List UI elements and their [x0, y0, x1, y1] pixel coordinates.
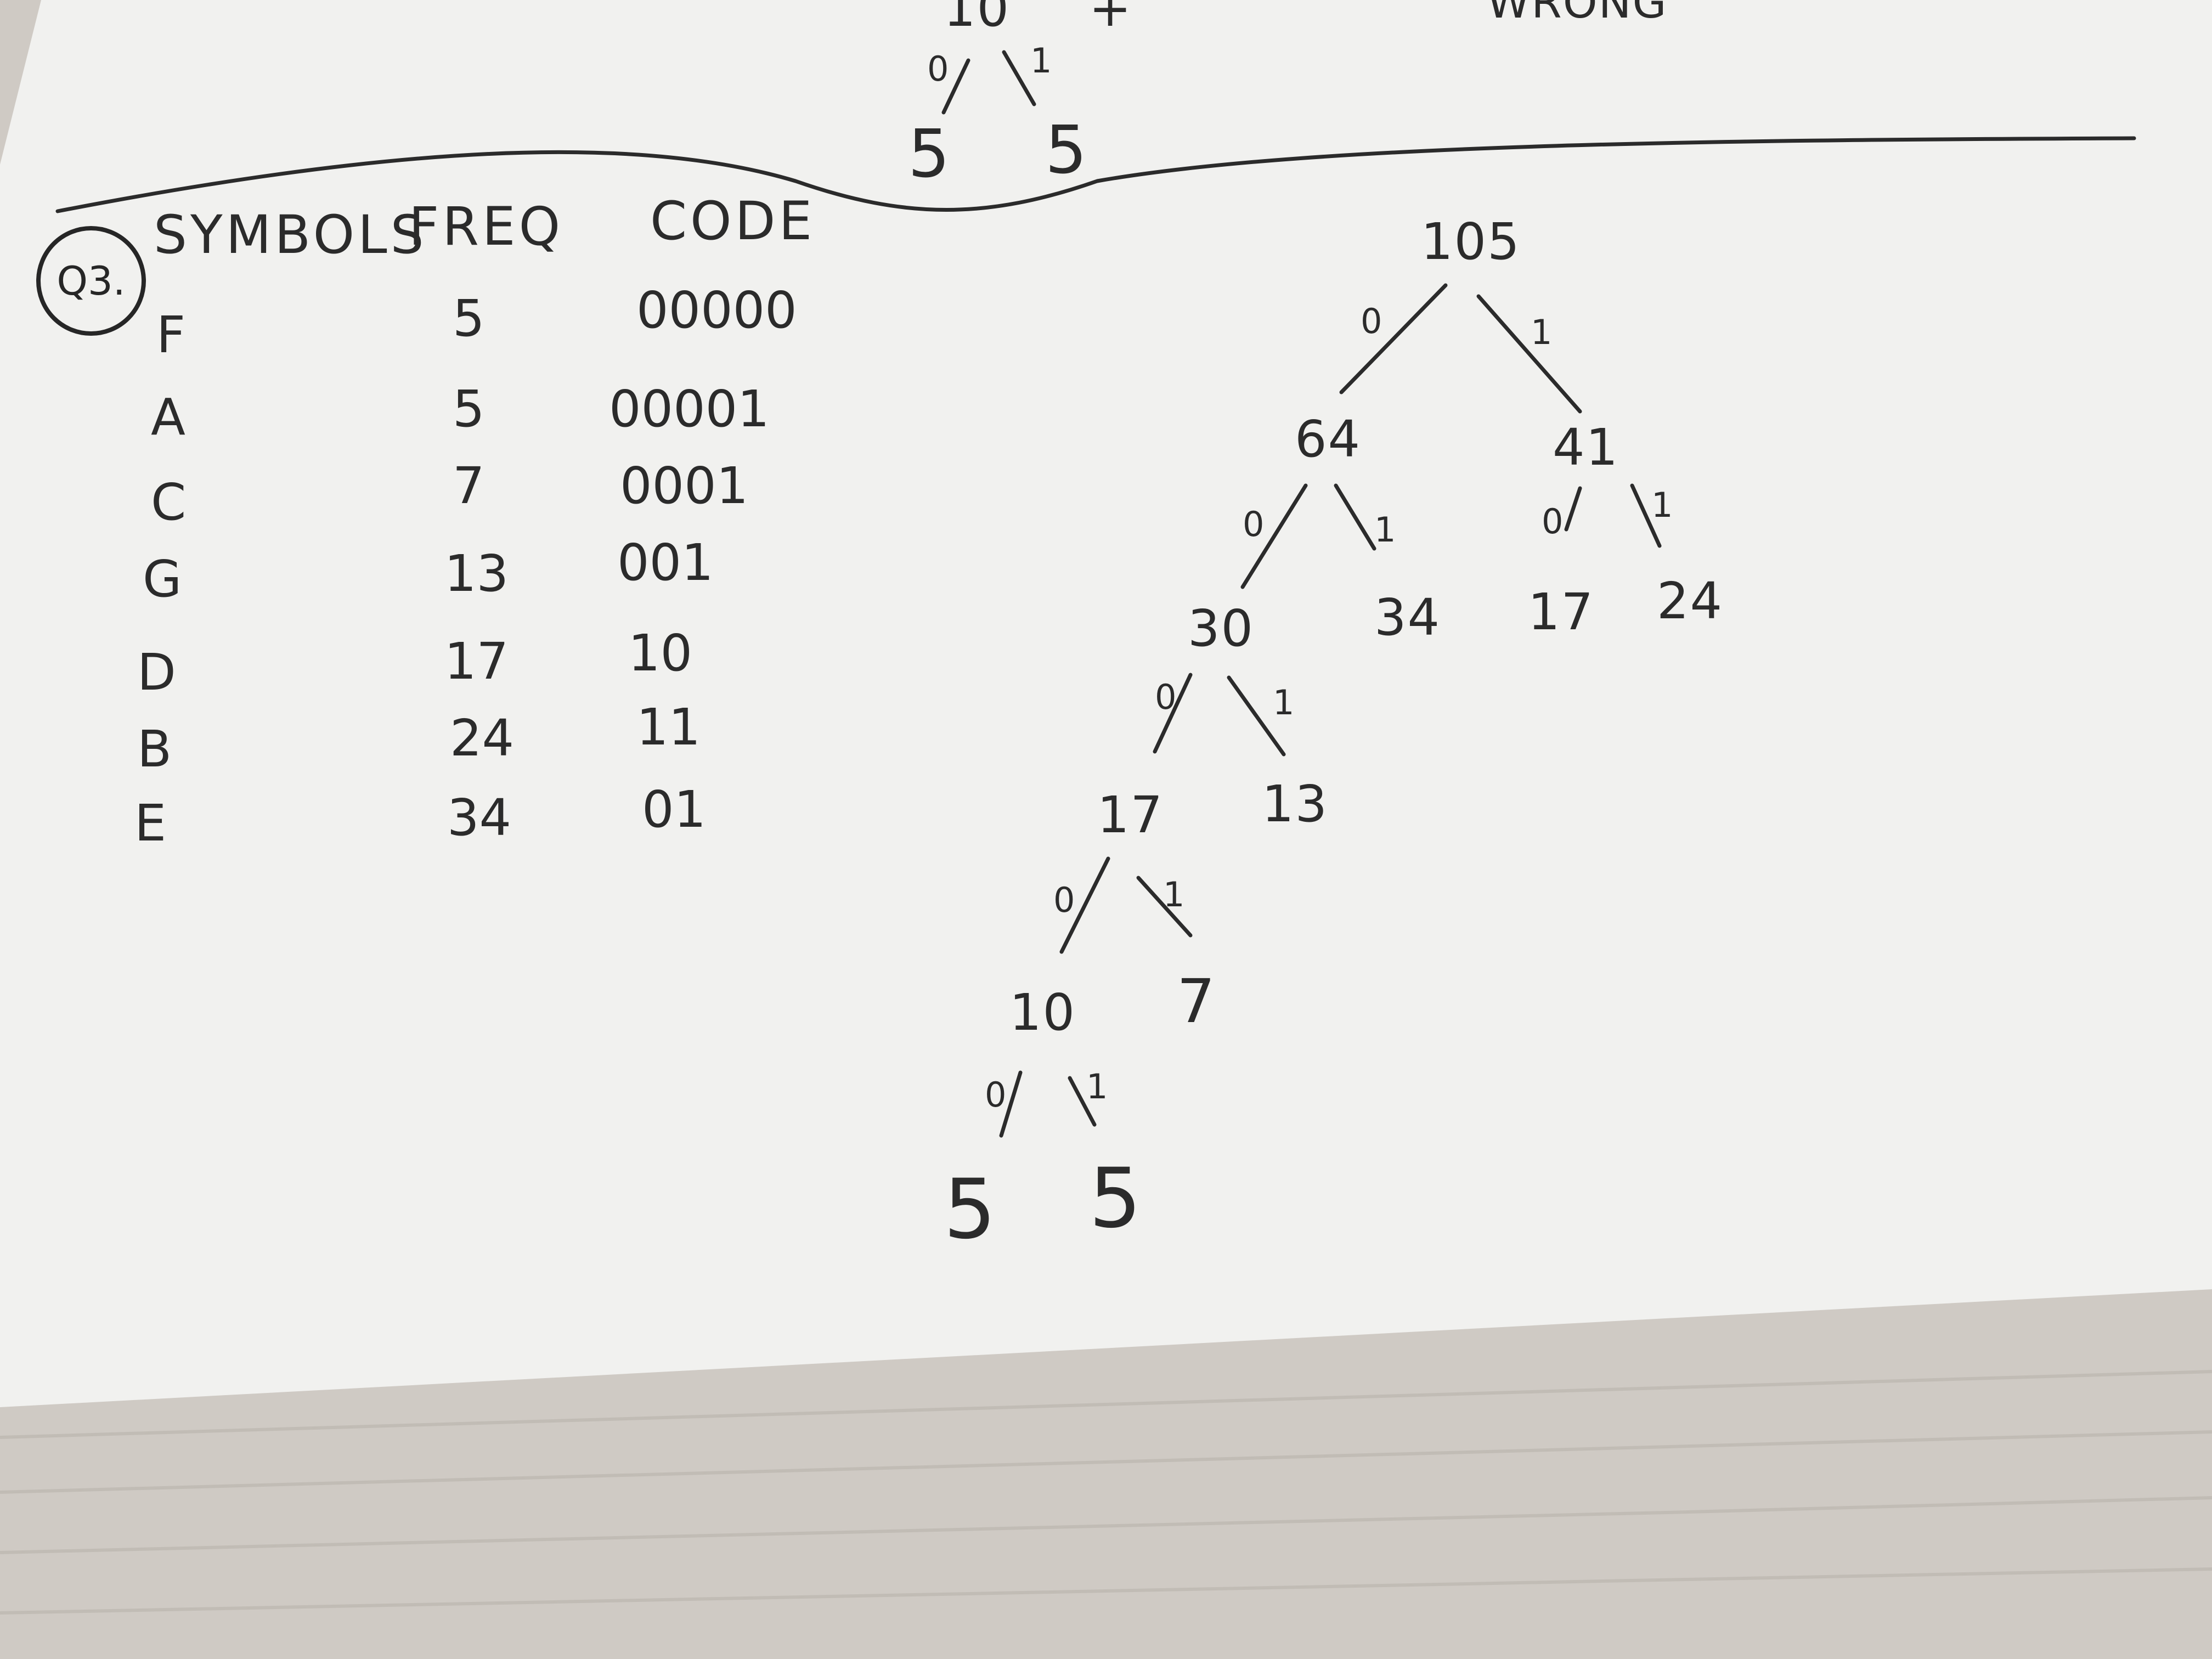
- edge-bit-1: 1: [1374, 510, 1396, 550]
- edge-41-17: [1564, 486, 1582, 532]
- frag-node-10: 10: [944, 0, 1011, 38]
- code-cell: 00001: [609, 380, 770, 438]
- symbol-cell: B: [137, 720, 172, 778]
- code-cell: 10: [628, 624, 693, 682]
- edge-bit-0: 0: [1155, 677, 1177, 717]
- symbol-cell: A: [151, 388, 185, 447]
- edge-bit-1: 1: [1651, 485, 1673, 525]
- frag-bit-0: 0: [927, 49, 949, 89]
- edge-30-17: [1153, 673, 1193, 754]
- edge-bit-0: 0: [1053, 880, 1075, 920]
- freq-cell: 17: [444, 632, 509, 691]
- frag-edge-0: [941, 58, 970, 115]
- symbol-cell: G: [143, 550, 182, 608]
- tree-node-30: 30: [1188, 599, 1255, 658]
- edge-bit-1: 1: [1273, 682, 1295, 723]
- frag-wrong-note: WRONG: [1487, 0, 1668, 28]
- frag-leaf-right: 5: [1045, 112, 1088, 189]
- edge-bit-1: 1: [1086, 1066, 1108, 1107]
- symbol-cell: C: [151, 473, 187, 532]
- code-cell: 001: [617, 533, 714, 592]
- tree-node-13: 13: [1262, 775, 1329, 833]
- freq-cell: 24: [450, 709, 515, 768]
- tree-node-41: 41: [1553, 418, 1620, 477]
- freq-cell: 13: [444, 544, 509, 603]
- tree-node-17: 17: [1097, 786, 1164, 844]
- header-code: CODE: [650, 190, 816, 252]
- edge-10-5a: [999, 1070, 1023, 1138]
- edge-bit-0: 0: [1243, 504, 1265, 544]
- edge-10-5b: [1068, 1076, 1097, 1127]
- edge-bit-1: 1: [1163, 874, 1185, 915]
- code-cell: 01: [642, 780, 707, 839]
- edge-64-30: [1240, 483, 1308, 589]
- ink-strokes: [55, 50, 2136, 1138]
- code-cell: 11: [636, 698, 701, 757]
- freq-cell: 5: [453, 380, 485, 438]
- edge-17-10: [1059, 856, 1110, 954]
- edge-105-41: [1476, 294, 1582, 414]
- frag-leaf-left: 5: [908, 116, 951, 193]
- tree-node-105: 105: [1421, 212, 1521, 271]
- symbol-cell: F: [156, 306, 185, 364]
- code-cell: 0001: [620, 456, 749, 515]
- symbol-cell: E: [134, 794, 167, 853]
- edge-bit-0: 0: [1542, 501, 1564, 541]
- paper-sheet: [0, 0, 2212, 1407]
- edge-bit-0: 0: [1361, 301, 1383, 341]
- header-freq: FREQ: [409, 196, 564, 257]
- edge-bit-0: 0: [985, 1075, 1007, 1115]
- tree-leaf-5: 5: [944, 1162, 997, 1257]
- freq-cell: 34: [447, 788, 512, 847]
- tree-node-64: 64: [1295, 410, 1362, 469]
- edge-105-64: [1339, 283, 1448, 394]
- edge-17-7: [1136, 876, 1193, 938]
- edge-30-13: [1227, 675, 1286, 757]
- separator-line: [55, 136, 2136, 213]
- question-number-circle: Q3.: [36, 226, 146, 336]
- edge-bit-1: 1: [1531, 312, 1553, 352]
- tree-node-34: 34: [1374, 588, 1441, 647]
- freq-cell: 7: [453, 456, 485, 515]
- freq-cell: 5: [453, 289, 485, 348]
- code-cell: 00000: [636, 281, 797, 340]
- frag-bit-1: 1: [1030, 41, 1052, 81]
- edge-41-24: [1630, 483, 1662, 548]
- frag-edge-1: [1002, 50, 1036, 106]
- tree-node-10: 10: [1009, 983, 1076, 1042]
- tree-leaf-5: 5: [1089, 1151, 1143, 1246]
- edge-64-34: [1334, 483, 1376, 551]
- frag-plus-sign: +: [1089, 0, 1133, 38]
- tree-node-24: 24: [1657, 572, 1724, 630]
- tree-node-17: 17: [1528, 583, 1595, 641]
- header-symbols: SYMBOLS: [154, 204, 427, 266]
- question-number: Q3.: [57, 258, 126, 304]
- symbol-cell: D: [137, 643, 176, 702]
- tree-node-7: 7: [1177, 966, 1216, 1036]
